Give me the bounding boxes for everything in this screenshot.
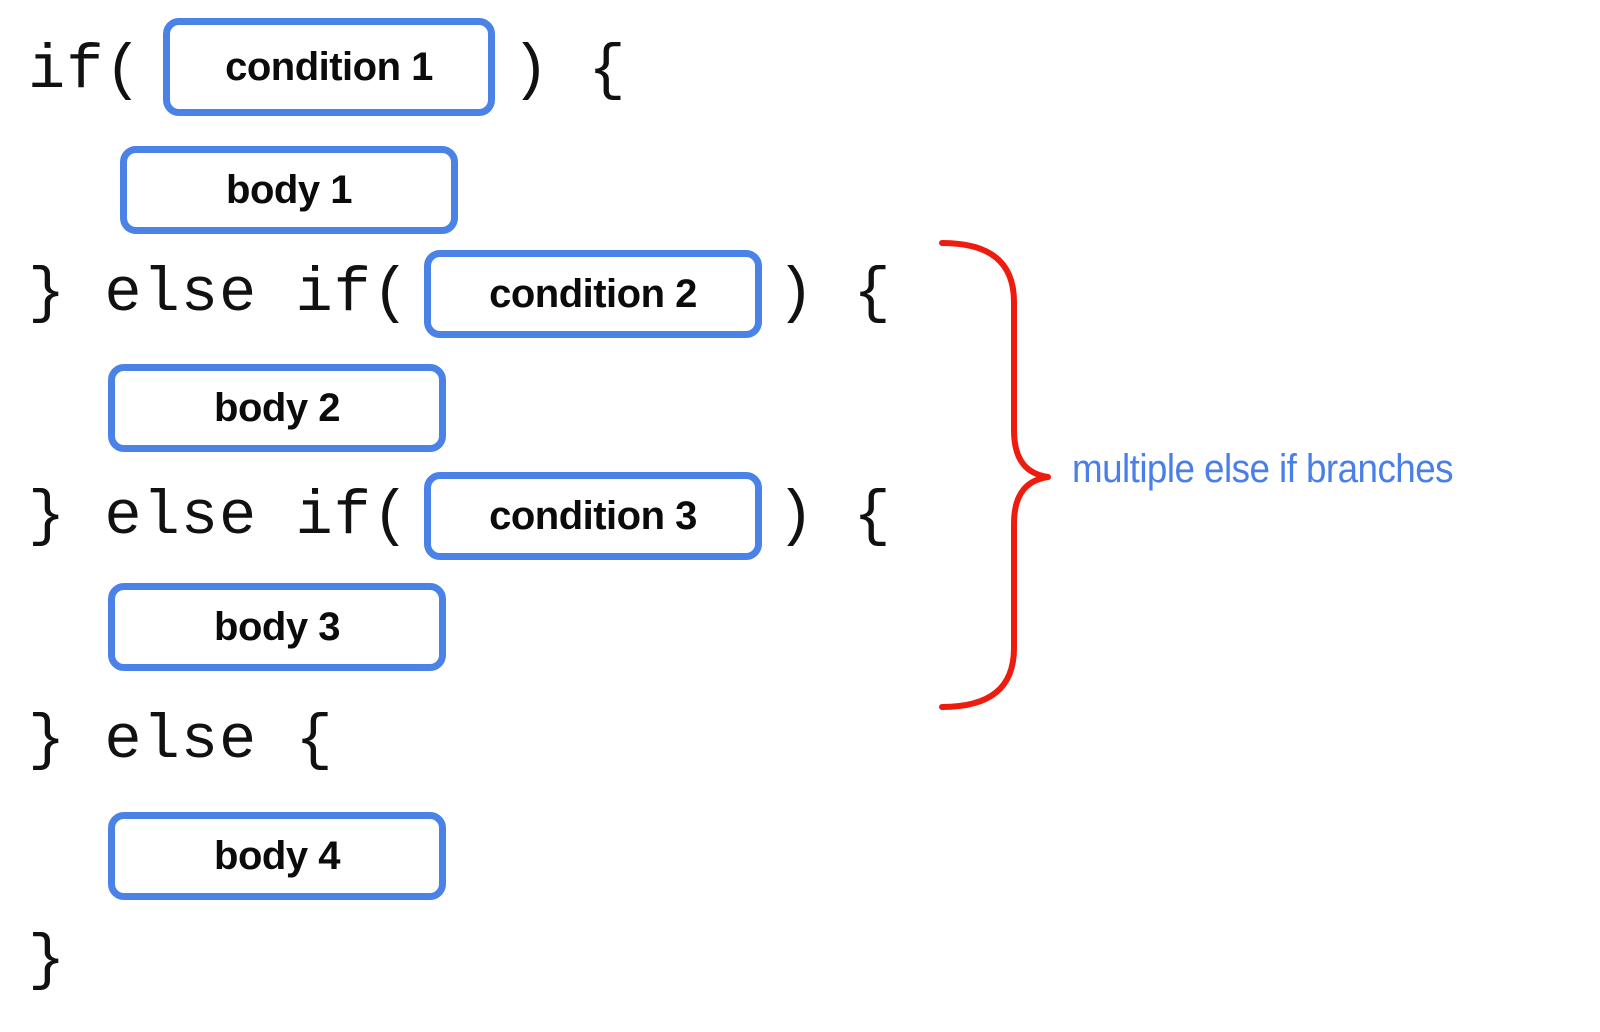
box-body-4-label: body 4 <box>214 833 340 878</box>
box-condition-2-label: condition 2 <box>489 271 697 316</box>
box-condition-3[interactable]: condition 3 <box>424 472 762 560</box>
box-body-2-label: body 2 <box>214 385 340 430</box>
box-body-3[interactable]: body 3 <box>108 583 446 671</box>
box-body-4[interactable]: body 4 <box>108 812 446 900</box>
code-token-else: } else { <box>28 705 334 776</box>
box-body-1-label: body 1 <box>226 167 352 212</box>
box-condition-2[interactable]: condition 2 <box>424 250 762 338</box>
code-token-line3-close: ) { <box>777 258 892 329</box>
code-token-line1-close: ) { <box>512 35 627 106</box>
code-token-else-if-open-2: } else if( <box>28 258 411 329</box>
code-token-closing-brace: } <box>28 925 67 996</box>
code-token-else-if-open-3: } else if( <box>28 481 411 552</box>
box-body-3-label: body 3 <box>214 604 340 649</box>
box-condition-3-label: condition 3 <box>489 493 697 538</box>
box-condition-1[interactable]: condition 1 <box>163 18 495 116</box>
code-token-line5-close: ) { <box>777 481 892 552</box>
box-condition-1-label: condition 1 <box>225 44 433 89</box>
curly-brace-icon <box>939 240 1051 710</box>
annotation-label: multiple else if branches <box>1072 447 1454 491</box>
box-body-2[interactable]: body 2 <box>108 364 446 452</box>
box-body-1[interactable]: body 1 <box>120 146 458 234</box>
code-token-if-open: if( <box>28 35 143 106</box>
